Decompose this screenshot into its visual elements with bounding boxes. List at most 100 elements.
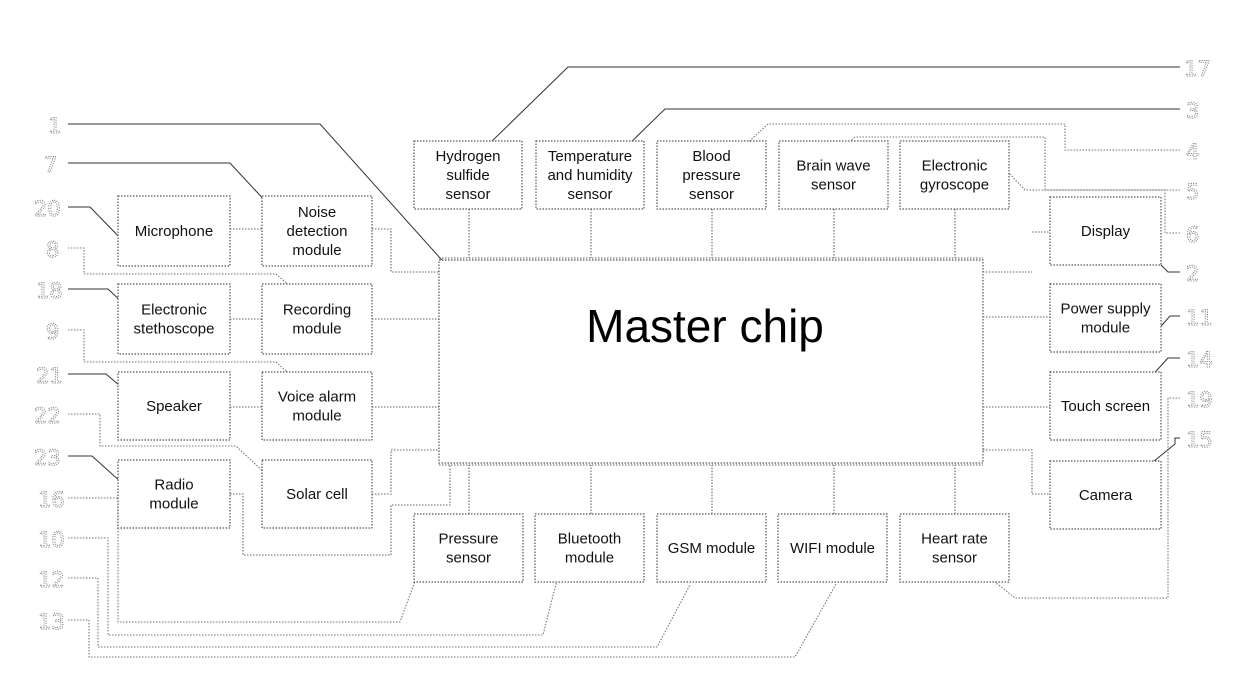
module-label-line: module	[1081, 320, 1130, 337]
module-brain-wave: Brain wave sensor	[779, 141, 888, 209]
module-label-line: Electronic	[141, 302, 207, 319]
leader-line	[68, 578, 690, 647]
module-radio: Radio module	[118, 460, 230, 528]
reference-numeral: 8	[46, 238, 59, 262]
module-bluetooth: Bluetooth module	[535, 514, 644, 582]
module-label-line: Pressure	[438, 531, 498, 548]
reference-numeral: 20	[34, 197, 61, 221]
module-label-line: sulfide	[446, 167, 489, 184]
module-box	[118, 460, 230, 528]
module-box	[779, 141, 888, 209]
module-label-line: Hydrogen	[435, 148, 500, 165]
reference-numeral: 17	[1184, 57, 1211, 81]
module-label-line: module	[292, 408, 341, 425]
module-box	[262, 372, 372, 440]
module-blood-pressure: Blood pressure sensor	[657, 141, 766, 209]
module-label-line: module	[292, 321, 341, 338]
module-label-line: sensor	[446, 550, 491, 567]
module-box	[414, 514, 523, 582]
module-temp-humidity: Temperature and humidity sensor	[536, 141, 644, 209]
module-label-line: sensor	[932, 550, 977, 567]
leader-line	[840, 137, 1180, 190]
leader-line	[68, 584, 836, 657]
module-solar-cell: Solar cell	[262, 460, 372, 528]
module-box	[900, 141, 1009, 209]
module-noise-detection: Noise detection module	[262, 196, 372, 266]
leader-line	[488, 67, 1180, 145]
reference-numeral: 19	[1186, 388, 1213, 412]
module-label-line: Temperature	[548, 148, 632, 165]
reference-numeral: 15	[1186, 428, 1213, 452]
module-label-line: Solar cell	[286, 486, 348, 503]
module-box	[900, 514, 1009, 582]
leader-line	[68, 374, 126, 391]
module-label-line: pressure	[682, 167, 740, 184]
reference-numeral: 1	[48, 114, 61, 138]
reference-numeral: 11	[1186, 306, 1213, 330]
connection-wire	[983, 450, 1050, 494]
module-box	[1050, 284, 1161, 352]
module-wifi: WIFI module	[778, 514, 887, 582]
reference-numeral: 10	[38, 528, 65, 552]
module-speaker: Speaker	[118, 372, 230, 440]
module-label-line: GSM module	[668, 540, 756, 557]
master-chip-box	[439, 260, 983, 463]
reference-numeral: 23	[34, 446, 61, 470]
module-display: Display	[1050, 197, 1161, 265]
connection-wire	[372, 450, 439, 494]
module-label-line: and humidity	[547, 167, 633, 184]
module-power-supply: Power supply module	[1050, 284, 1161, 352]
module-label-line: gyroscope	[920, 177, 989, 194]
module-label-line: stethoscope	[134, 321, 215, 338]
module-stethoscope: Electronic stethoscope	[118, 284, 230, 354]
module-label-line: sensor	[445, 186, 490, 203]
module-label-line: module	[292, 242, 341, 259]
module-label-line: detection	[287, 223, 348, 240]
module-label-line: Voice alarm	[278, 389, 356, 406]
module-label-line: Brain wave	[796, 158, 870, 175]
module-pressure-sensor: Pressure sensor	[414, 514, 523, 582]
module-gsm: GSM module	[657, 514, 766, 582]
module-label-line: Blood	[692, 148, 730, 165]
reference-numeral: 6	[1186, 223, 1199, 247]
reference-numeral: 9	[46, 320, 59, 344]
module-label-line: sensor	[567, 186, 612, 203]
module-label-line: Radio	[154, 477, 193, 494]
reference-numeral: 21	[36, 364, 63, 388]
module-label-line: Display	[1081, 223, 1131, 240]
reference-numeral: 22	[34, 404, 61, 428]
module-label-line: module	[565, 550, 614, 567]
reference-numeral: 3	[1186, 99, 1199, 123]
reference-numeral: 7	[44, 153, 57, 177]
module-label-line: sensor	[689, 186, 734, 203]
module-label-line: module	[149, 496, 198, 513]
module-label-line: Electronic	[922, 158, 988, 175]
module-label-line: Power supply	[1060, 301, 1151, 318]
module-voice-alarm: Voice alarm module	[262, 372, 372, 440]
reference-numeral: 18	[36, 279, 63, 303]
reference-numeral: 13	[38, 610, 65, 634]
module-label-line: Bluetooth	[558, 531, 621, 548]
reference-numeral: 16	[38, 488, 65, 512]
module-hydrogen-sulfide: Hydrogen sulfide sensor	[414, 141, 522, 209]
module-label-line: Noise	[298, 204, 336, 221]
module-box	[535, 514, 644, 582]
module-camera: Camera	[1050, 461, 1161, 529]
reference-numeral: 2	[1186, 262, 1199, 286]
module-label-line: sensor	[811, 177, 856, 194]
leader-line	[68, 207, 126, 244]
module-label-line: Heart rate	[921, 531, 988, 548]
module-heart-rate: Heart rate sensor	[900, 514, 1009, 582]
reference-numeral: 14	[1186, 348, 1213, 372]
module-label-line: WIFI module	[790, 540, 875, 557]
reference-numeral: 12	[38, 568, 65, 592]
master-chip-label: Master chip	[586, 300, 824, 352]
reference-numeral: 5	[1186, 180, 1199, 204]
connection-wire	[372, 229, 439, 272]
module-recording: Recording module	[262, 284, 372, 354]
module-label-line: Touch screen	[1061, 398, 1150, 415]
module-microphone: Microphone	[118, 196, 230, 266]
leader-line	[68, 289, 124, 304]
module-label-line: Recording	[283, 302, 351, 319]
